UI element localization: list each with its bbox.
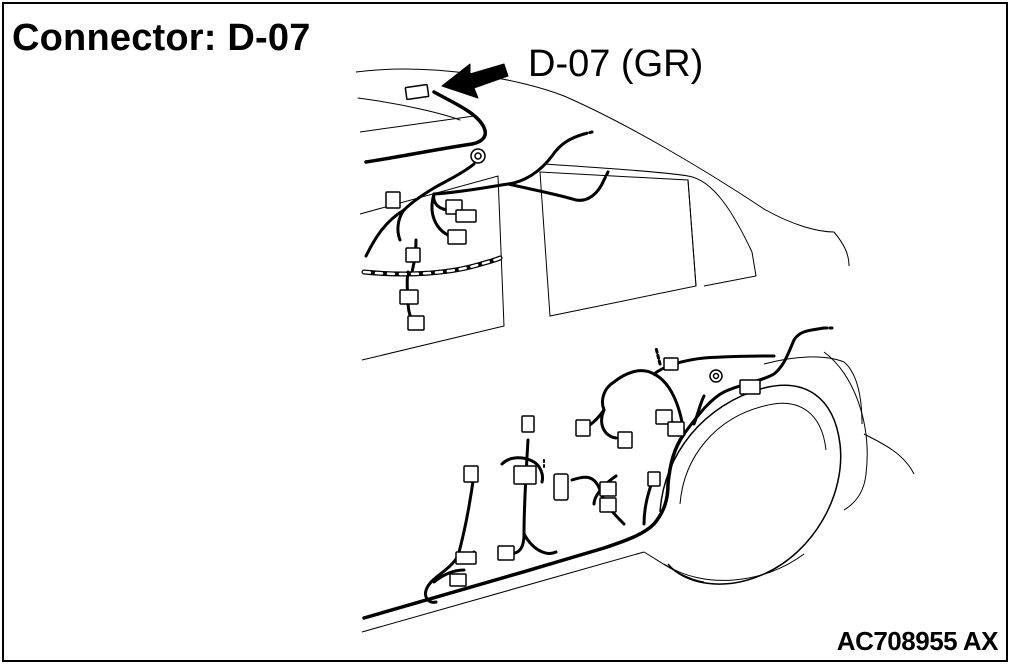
d07-connector	[404, 83, 430, 101]
rear-wheel	[659, 384, 842, 585]
car-body-outline	[355, 68, 915, 633]
arrow-left-icon	[441, 63, 509, 99]
diagram-title: Connector: D-07	[12, 17, 311, 59]
connector-callout-label: D-07 (GR)	[528, 43, 704, 85]
figure-code: AC708955 AX	[836, 626, 999, 656]
connector-blocks	[385, 83, 761, 587]
vehicle-wiring-illustration	[355, 63, 915, 633]
